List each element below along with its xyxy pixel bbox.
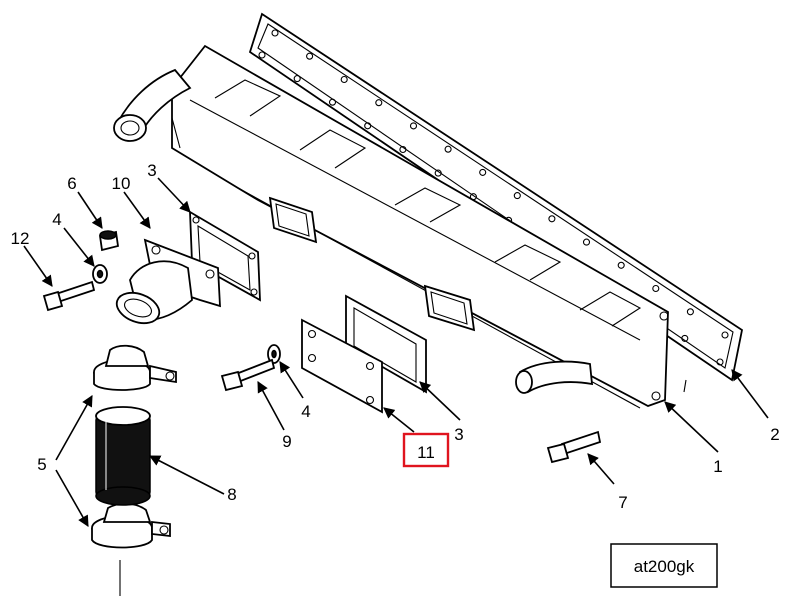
callout-2: 2: [770, 425, 779, 444]
callout-10: 10: [112, 174, 131, 193]
hose-sleeve: [95, 406, 151, 506]
bolt-center: [220, 358, 276, 392]
gasket-left: [189, 210, 261, 302]
gasket-bolt-hole: [716, 358, 724, 366]
gasket-bolt-hole: [721, 331, 729, 339]
gasket-bolt-hole: [364, 122, 372, 130]
hose-clamp-bottom: [91, 502, 171, 549]
gasket-bolt-hole: [434, 169, 442, 177]
gasket-bolt-hole: [652, 284, 660, 293]
washer-left: [92, 264, 108, 284]
gasket-bolt-hole: [375, 99, 383, 107]
hose-clamp-top: [93, 344, 177, 391]
gasket-bolt-hole: [409, 122, 418, 130]
callout-4-left: 4: [52, 210, 61, 229]
gasket-bolt-hole: [258, 51, 266, 59]
elbow-connector: [115, 238, 221, 325]
callout-6: 6: [67, 174, 76, 193]
callout-8: 8: [227, 485, 236, 504]
bolt-left: [42, 280, 96, 312]
bolt-right: [546, 430, 602, 464]
gasket-bolt-hole: [548, 215, 556, 223]
callout-4-center: 4: [301, 402, 310, 421]
gasket-bolt-hole: [582, 238, 591, 246]
reference-code: at200gk: [634, 557, 695, 576]
gasket-bolt-hole: [681, 334, 689, 342]
callout-12: 12: [11, 229, 30, 248]
pipe-plug: [98, 230, 120, 252]
gasket-bolt-hole: [686, 308, 694, 316]
gasket-bolt-hole: [399, 145, 407, 154]
callout-5: 5: [37, 455, 46, 474]
callout-3-left: 3: [147, 161, 156, 180]
cover-plate: [301, 318, 383, 414]
gasket-bolt-hole: [271, 29, 279, 37]
callout-9: 9: [282, 432, 291, 451]
callout-labels: 1 2 3 3 4 4 5 6 7 8 9 10 11 12: [11, 161, 780, 512]
gasket-bolt-hole: [513, 192, 521, 200]
gasket-bolt-hole: [340, 75, 348, 84]
callout-3-right: 3: [454, 425, 463, 444]
gasket-bolt-hole: [293, 75, 301, 83]
washer-center: [267, 344, 281, 364]
reference-code-box: at200gk: [610, 543, 718, 588]
callout-7: 7: [618, 493, 627, 512]
gasket-bolt-hole: [306, 52, 314, 60]
callout-11: 11: [417, 443, 435, 462]
gasket-bolt-hole: [617, 261, 625, 269]
leader-lines: [23, 177, 769, 596]
gasket-bolt-hole: [444, 145, 452, 153]
callout-1: 1: [713, 457, 722, 476]
exhaust-manifold: [113, 44, 669, 409]
highlight-box: [402, 432, 450, 468]
gasket-bolt-hole: [328, 98, 337, 106]
gasket-bolt-hole: [479, 168, 487, 176]
